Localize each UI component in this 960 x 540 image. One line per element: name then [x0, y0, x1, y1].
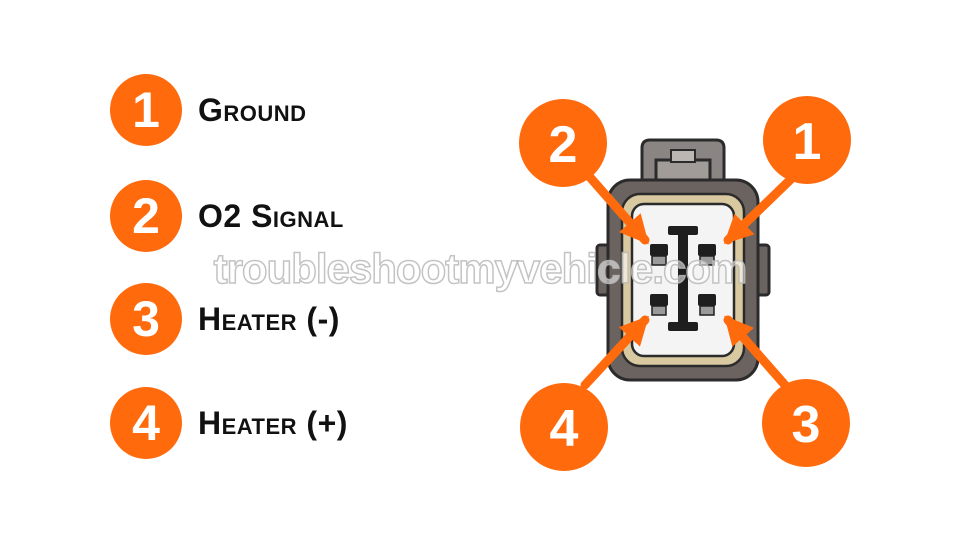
center-divider	[668, 226, 698, 331]
arrows	[580, 170, 795, 390]
arrow-4	[580, 315, 650, 390]
legend-badge: 2	[110, 180, 182, 252]
legend-label: Heater (-)	[198, 300, 340, 337]
watermark-text: troubleshootmyvehicle.com	[214, 245, 747, 292]
terminal-pin-3	[698, 294, 716, 316]
callout-3-number: 3	[792, 396, 821, 454]
terminal-pin-4	[650, 294, 668, 316]
arrow-3	[723, 315, 790, 390]
callout-3: 3	[762, 379, 850, 467]
legend-badge: 1	[110, 74, 182, 146]
callout-4-number: 4	[550, 400, 579, 458]
terminal-pin-1	[698, 244, 716, 266]
arrow-1	[723, 175, 795, 245]
callout-1-number: 1	[793, 113, 822, 171]
callout-1: 1	[763, 96, 851, 184]
callout-4: 4	[520, 383, 608, 471]
terminal-pin-2	[650, 244, 668, 266]
legend-badge: 3	[110, 283, 182, 355]
arrow-2	[583, 170, 650, 245]
legend-label: Heater (+)	[198, 404, 348, 441]
legend-item-o2-signal: 2 O2 Signal	[110, 180, 344, 252]
legend-item-heater-negative: 3 Heater (-)	[110, 283, 340, 355]
legend-item-ground: 1 Ground	[110, 74, 307, 146]
callout-2-number: 2	[549, 116, 578, 174]
legend-badge: 4	[110, 387, 182, 459]
legend-label: Ground	[198, 91, 307, 128]
legend-label: O2 Signal	[198, 197, 344, 234]
callout-2: 2	[519, 99, 607, 187]
legend-item-heater-positive: 4 Heater (+)	[110, 387, 348, 459]
